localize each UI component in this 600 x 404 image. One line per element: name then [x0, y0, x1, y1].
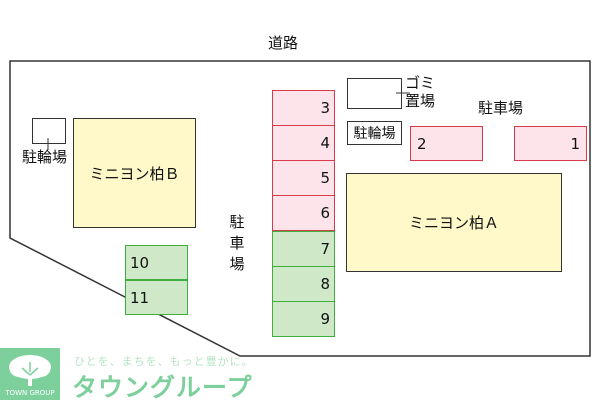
building-a-label: ミニヨン柏Ａ [408, 214, 499, 232]
garbage-area-label-bottom: 置場 [405, 92, 436, 110]
building-b: ミニヨン柏Ｂ [73, 118, 196, 228]
parking-space-1-number: 1 [570, 134, 580, 153]
garbage-area-box [347, 78, 402, 109]
parking-vertical-char-2: 車 [229, 234, 245, 252]
parking-space-4: 4 [272, 125, 335, 161]
parking-space-8: 8 [272, 266, 335, 302]
bicycle-parking-center-label: 駐輪場 [353, 126, 396, 142]
bicycle-parking-left-label: 駐輪場 [22, 148, 68, 166]
bicycle-parking-center: 駐輪場 [347, 121, 402, 145]
road-label: 道路 [268, 34, 299, 52]
building-b-label: ミニヨン柏Ｂ [89, 164, 180, 183]
parking-space-6: 6 [272, 195, 335, 231]
parking-space-4-number: 4 [320, 134, 330, 152]
parking-space-5: 5 [272, 160, 335, 196]
parking-space-11: 11 [125, 280, 188, 315]
logo-tagline: ひとを、まちを、もっと豊かに。 [74, 355, 254, 368]
garbage-area-leader [396, 92, 410, 94]
parking-space-9: 9 [272, 301, 335, 337]
parking-space-3: 3 [272, 90, 335, 126]
bicycle-parking-left-box [32, 118, 66, 144]
parking-space-9-number: 9 [320, 310, 330, 328]
logo-name: タウングループ [72, 373, 253, 402]
parking-label-right: 駐車場 [478, 99, 524, 117]
logo-badge-text: TOWN GROUP [5, 389, 55, 397]
parking-space-7: 7 [272, 231, 335, 267]
parking-space-10: 10 [125, 245, 188, 280]
parking-space-8-number: 8 [320, 275, 330, 293]
tree-icon [9, 355, 51, 386]
parking-space-11-number: 11 [130, 288, 150, 307]
parking-space-10-number: 10 [130, 253, 150, 272]
parking-space-2-number: 2 [417, 134, 427, 153]
parking-space-5-number: 5 [320, 169, 330, 187]
parking-vertical-label: 駐 車 場 [228, 212, 246, 275]
parking-space-6-number: 6 [320, 204, 330, 222]
logo-badge: TOWN GROUP [0, 348, 60, 400]
parking-vertical-char-3: 場 [229, 255, 245, 273]
parking-space-3-number: 3 [320, 99, 330, 117]
parking-vertical-char-1: 駐 [229, 213, 245, 231]
parking-space-1: 1 [514, 126, 587, 161]
garbage-area-label-top: ゴミ [405, 74, 436, 92]
parking-space-2: 2 [410, 126, 483, 161]
building-a: ミニヨン柏Ａ [346, 173, 562, 272]
parking-space-7-number: 7 [320, 240, 330, 258]
bicycle-parking-left-leader [47, 138, 49, 150]
